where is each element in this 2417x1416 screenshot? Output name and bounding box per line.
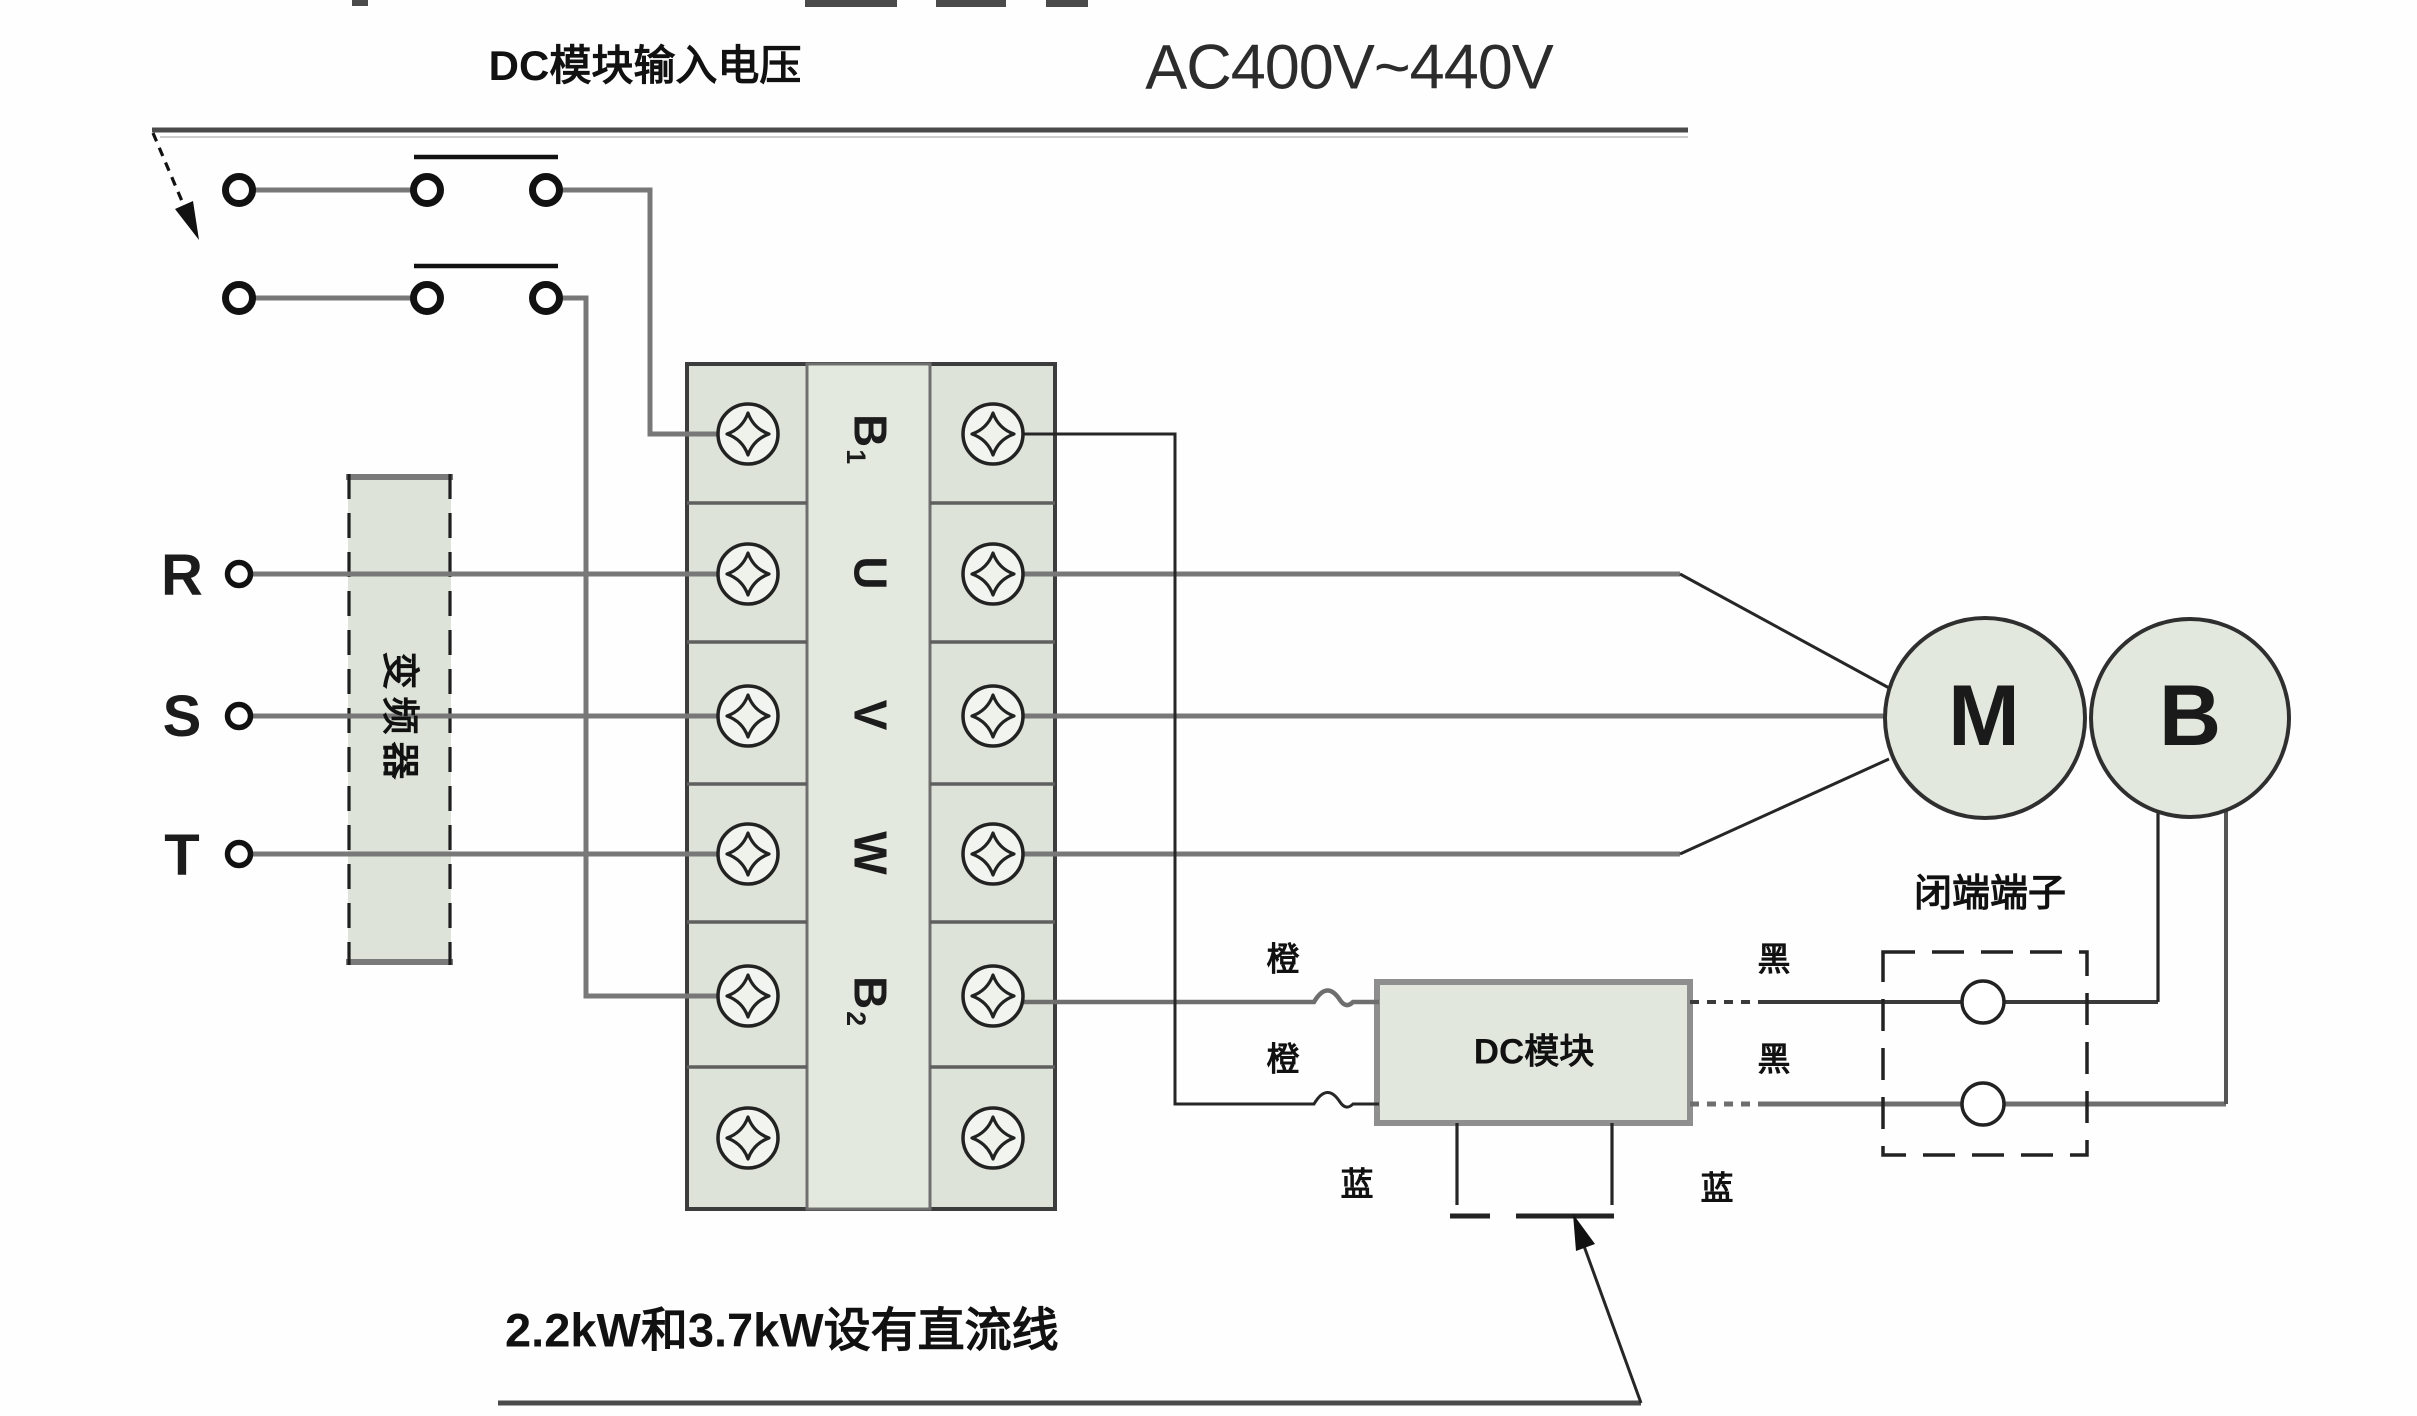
dc-input-arrow-shaft: [151, 132, 189, 214]
dc-line-note: 2.2kW和3.7kW设有直流线: [505, 1303, 1059, 1357]
terminal-label-b2: B2: [841, 975, 897, 1029]
brake-label: B: [2158, 668, 2222, 764]
brake-circle: [2089, 617, 2291, 819]
screw-icon: [716, 684, 780, 748]
terminal-row-separators: [687, 501, 1055, 1069]
phase-label-r: R: [161, 543, 203, 608]
switch-wires: [239, 187, 722, 999]
closed-end-terminal-top: [1960, 979, 2006, 1025]
phase-input-wires: [252, 571, 722, 857]
closed-end-terminal-box: [1881, 950, 2089, 1157]
terminal-label-v: V: [844, 699, 897, 733]
note-callout-arrowhead-icon: [1573, 1214, 1595, 1251]
motor-output-wires: [1022, 571, 1888, 857]
screw-icon: [716, 1106, 780, 1170]
wire-b2-orange: [1022, 988, 1379, 1008]
wire-color-blue-right: 蓝: [1700, 1169, 1734, 1207]
inverter-box: [348, 474, 451, 965]
terminal-label-w: W: [844, 831, 897, 877]
wire-u-diagonal: [1679, 572, 1892, 691]
screw-icon: [961, 402, 1025, 466]
dc-module-label: DC模块: [1473, 1032, 1595, 1072]
motor-label: M: [1948, 668, 2020, 764]
note-callout-diagonal: [1574, 1223, 1643, 1404]
screw-icon: [961, 964, 1025, 1028]
screw-icon: [961, 684, 1025, 748]
phase-terminal-icons: [224, 559, 254, 869]
wire-w-diagonal: [1679, 757, 1890, 856]
closed-end-terminal-bottom: [1960, 1081, 2006, 1127]
motor-circle: [1883, 616, 2087, 820]
ac-range-label: AC400V~440V: [1145, 32, 1554, 103]
inverter-label: 变频器: [378, 651, 420, 787]
closed-end-terminal-label: 闭端端子: [1913, 873, 2067, 915]
wire-color-orange-bottom: 橙: [1266, 1040, 1300, 1078]
wire-b1-orange: [1022, 432, 1379, 1109]
screw-icon: [716, 822, 780, 886]
dc-input-voltage-label: DC模块输入电压: [488, 42, 802, 89]
terminal-block-label-column: [805, 362, 932, 1211]
screw-icon: [716, 402, 780, 466]
phase-label-t: T: [164, 823, 200, 888]
screw-icon: [961, 542, 1025, 606]
wire-color-black-top: 黑: [1757, 940, 1791, 978]
screw-icon: [961, 822, 1025, 886]
wire-color-blue-left: 蓝: [1340, 1165, 1374, 1203]
screw-icon: [716, 964, 780, 1028]
screw-icon: [961, 1106, 1025, 1170]
terminal-label-u: U: [844, 556, 897, 592]
wire-color-orange-top: 橙: [1266, 940, 1300, 978]
switch-contact-icons: [222, 173, 563, 315]
wire-color-black-bottom: 黑: [1757, 1040, 1791, 1078]
dc-input-arrowhead-icon: [175, 201, 199, 240]
top-edge-remnants: [352, 0, 1088, 7]
phase-label-s: S: [162, 684, 202, 749]
screw-icon: [716, 542, 780, 606]
terminal-label-b1: B1: [841, 413, 897, 467]
dc-module-box: [1374, 979, 1693, 1126]
